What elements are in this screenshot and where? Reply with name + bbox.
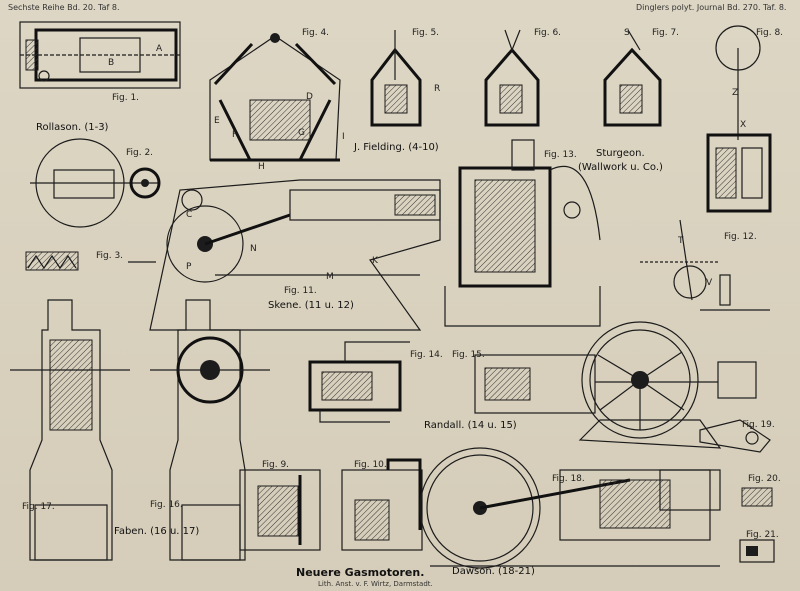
part-letter-P: P: [186, 262, 192, 272]
fig15-label: Fig. 15.: [452, 350, 485, 360]
header-right: Dinglers polyt. Journal Bd. 270. Taf. 8.: [636, 3, 787, 12]
fig5-drawing: [370, 30, 422, 127]
caption-dawson: Dawson. (18-21): [452, 566, 535, 577]
imprint: Lith. Anst. v. F. Wirtz, Darmstadt.: [318, 580, 433, 588]
plate-title: Neuere Gasmotoren.: [296, 566, 425, 579]
fig9-label: Fig. 9.: [262, 460, 290, 470]
fig1-drawing: [19, 21, 181, 89]
fig18-drawing: [419, 447, 721, 569]
part-letter-R: R: [434, 84, 441, 94]
fig18-label: Fig. 18.: [552, 474, 585, 484]
fig6-drawing: [484, 29, 540, 127]
part-letter-G: G: [298, 128, 305, 138]
fig21-label: Fig. 21.: [746, 530, 779, 540]
fig12-label: Fig. 12.: [724, 232, 757, 242]
fig20-label: Fig. 20.: [748, 474, 781, 484]
part-letter-M: M: [326, 272, 334, 282]
caption-skene: Skene. (11 u. 12): [268, 300, 354, 311]
fig10-drawing: [341, 458, 423, 551]
fig2-drawing: [30, 138, 161, 228]
fig14-drawing: [308, 341, 410, 423]
fig21-drawing: [739, 539, 775, 563]
fig20-drawing: [741, 487, 773, 507]
caption-sturgeon-1: Sturgeon.: [596, 148, 645, 159]
part-letter-H: H: [258, 162, 265, 172]
caption-fielding: J. Fielding. (4-10): [354, 142, 439, 153]
fig11-label: Fig. 11.: [284, 286, 317, 296]
fig11-drawing: [149, 179, 441, 331]
part-letter-S: S: [624, 28, 630, 38]
fig15-drawing: [474, 321, 757, 449]
fig19-drawing: [699, 419, 771, 453]
fig5-label: Fig. 5.: [412, 28, 440, 38]
header-left: Sechste Reihe Bd. 20. Taf 8.: [8, 3, 120, 12]
fig2-label: Fig. 2.: [126, 148, 154, 158]
fig14-label: Fig. 14.: [410, 350, 443, 360]
part-letter-K: K: [372, 256, 378, 266]
part-letter-X: X: [740, 120, 747, 130]
fig19-label: Fig. 19.: [742, 420, 775, 430]
fig13-drawing: [444, 139, 601, 327]
fig13-label: Fig. 13.: [544, 150, 577, 160]
fig3-drawing: [25, 251, 156, 271]
part-letter-E: E: [214, 116, 220, 126]
fig12-drawing: [640, 219, 770, 311]
fig6-label: Fig. 6.: [534, 28, 562, 38]
caption-faben: Faben. (16 u. 17): [114, 526, 200, 537]
part-letter-B: B: [108, 58, 115, 68]
part-letter-T: T: [678, 236, 684, 246]
fig7-drawing: [603, 29, 662, 127]
part-letter-Z: Z: [732, 88, 739, 98]
fig8-drawing: [706, 25, 772, 213]
caption-sturgeon-2: (Wallwork u. Co.): [578, 162, 663, 173]
part-letter-D: D: [306, 92, 313, 102]
fig17-label: Fig. 17.: [22, 502, 55, 512]
fig3-label: Fig. 3.: [96, 251, 124, 261]
fig17-drawing: [10, 299, 130, 561]
part-letter-F: F: [232, 130, 238, 140]
fig16-drawing: [150, 299, 270, 561]
fig4-label: Fig. 4.: [302, 28, 330, 38]
fig4-drawing: [209, 33, 341, 162]
part-letter-V: V: [706, 278, 713, 288]
part-letter-I: I: [342, 132, 345, 142]
caption-rollason: Rollason. (1-3): [36, 122, 109, 133]
fig8-label: Fig. 8.: [756, 28, 784, 38]
fig16-label: Fig. 16.: [150, 500, 183, 510]
fig7-label: Fig. 7.: [652, 28, 680, 38]
fig9-drawing: [239, 469, 321, 551]
part-letter-C: C: [186, 210, 193, 220]
part-letter-N: N: [250, 244, 257, 254]
fig10-label: Fig. 10.: [354, 460, 387, 470]
part-letter-A: A: [156, 44, 163, 54]
fig1-label: Fig. 1.: [112, 93, 140, 103]
caption-randall: Randall. (14 u. 15): [424, 420, 517, 431]
